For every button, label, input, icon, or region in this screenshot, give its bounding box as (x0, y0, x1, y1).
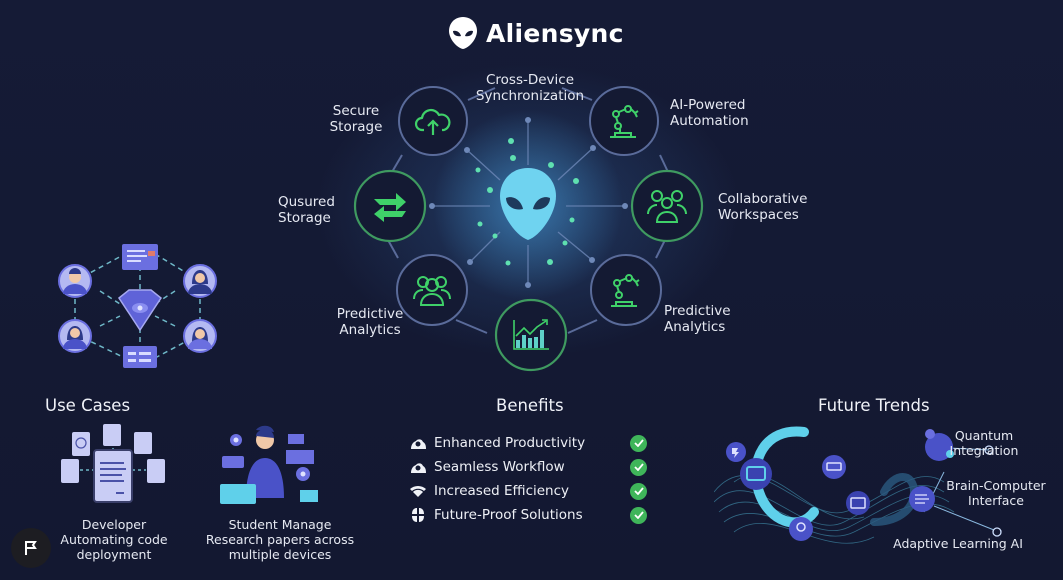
label-line: Predictive (336, 306, 404, 322)
trend-quantum: Quantum Integration (948, 428, 1020, 458)
future-trends-heading: Future Trends (818, 396, 930, 415)
team-icon (647, 190, 687, 223)
label-line: Qusured (278, 194, 335, 210)
check-icon (630, 434, 647, 452)
label-line: Storage (329, 119, 383, 135)
robot-arm-icon (611, 274, 640, 307)
bar-chart-icon (513, 319, 549, 350)
caption-line: Student Manage (228, 517, 332, 532)
grid-icon (408, 507, 428, 523)
label-line: Analytics (339, 322, 401, 338)
node-label-predictive-left: Predictive Analytics (334, 306, 406, 338)
check-icon (630, 458, 647, 476)
caption-line: Developer (81, 517, 147, 532)
center-alien-icon (500, 168, 556, 240)
brand-title: Aliensync (486, 18, 624, 48)
benefit-item: Enhanced Productivity (408, 431, 647, 455)
cloud-person-icon (408, 459, 428, 475)
caption-line: deployment (76, 547, 152, 562)
trend-line: Quantum (954, 428, 1014, 443)
brand-header: Aliensync (448, 16, 624, 50)
use-case-student: Student Manage Research papers across mu… (205, 517, 355, 562)
benefit-item: Seamless Workflow (408, 455, 647, 479)
node-label-secure-storage: Secure Storage (318, 103, 394, 135)
node-label-predictive-right: Predictive Analytics (664, 303, 736, 335)
benefits-heading: Benefits (496, 396, 564, 415)
label-line: Analytics (664, 319, 726, 335)
documents-illustration (61, 424, 165, 503)
check-icon (630, 482, 647, 500)
check-icon (630, 506, 647, 524)
benefits-list: Enhanced Productivity Seamless Workflow … (408, 431, 647, 527)
use-cases-heading: Use Cases (45, 396, 131, 415)
caption-line: multiple devices (228, 547, 332, 562)
node-label-cross-device: Cross-Device Synchronization (470, 72, 590, 104)
sync-arrows-icon (374, 193, 406, 222)
label-line: Cross-Device (485, 72, 575, 88)
label-line: Storage (278, 210, 331, 226)
benefit-label: Increased Efficiency (434, 483, 570, 499)
trend-line: Adaptive Learning AI (893, 536, 1023, 551)
benefit-label: Seamless Workflow (434, 459, 565, 475)
benefit-label: Future-Proof Solutions (434, 507, 583, 523)
users-icon (413, 276, 451, 306)
label-line: AI-Powered (670, 97, 746, 113)
node-label-qusured-storage: Qusured Storage (278, 194, 342, 226)
trend-brain-computer: Brain-Computer Interface (940, 478, 1052, 508)
report-flag-button[interactable] (11, 528, 51, 568)
trend-line: Brain-Computer (946, 478, 1046, 493)
caption-line: Automating code (60, 532, 168, 547)
flag-icon (25, 541, 37, 555)
label-line: Workspaces (718, 207, 799, 223)
benefit-label: Enhanced Productivity (434, 435, 586, 451)
cloud-person-icon (408, 435, 428, 451)
alien-head-icon (449, 17, 477, 49)
node-label-collaborative: Collaborative Workspaces (718, 191, 808, 223)
node-label-ai-automation: AI-Powered Automation (670, 97, 762, 129)
benefit-item: Increased Efficiency (408, 479, 647, 503)
future-trends-illustration (714, 426, 1002, 544)
label-line: Collaborative (718, 191, 808, 207)
cloud-upload-icon (414, 108, 451, 135)
network-illustration (58, 244, 217, 368)
student-illustration (220, 425, 318, 504)
label-line: Synchronization (475, 88, 585, 104)
wifi-icon (408, 483, 428, 499)
caption-line: Research papers across (205, 532, 355, 547)
use-case-developer: Developer Automating code deployment (50, 517, 178, 562)
trend-adaptive-learning: Adaptive Learning AI (888, 536, 1028, 551)
label-line: Automation (670, 113, 749, 129)
label-line: Secure (332, 103, 380, 119)
robot-arm-icon (610, 105, 639, 138)
benefit-item: Future-Proof Solutions (408, 503, 647, 527)
label-line: Predictive (664, 303, 731, 319)
trend-line: Interface (968, 493, 1024, 508)
trend-line: Integration (949, 443, 1019, 458)
